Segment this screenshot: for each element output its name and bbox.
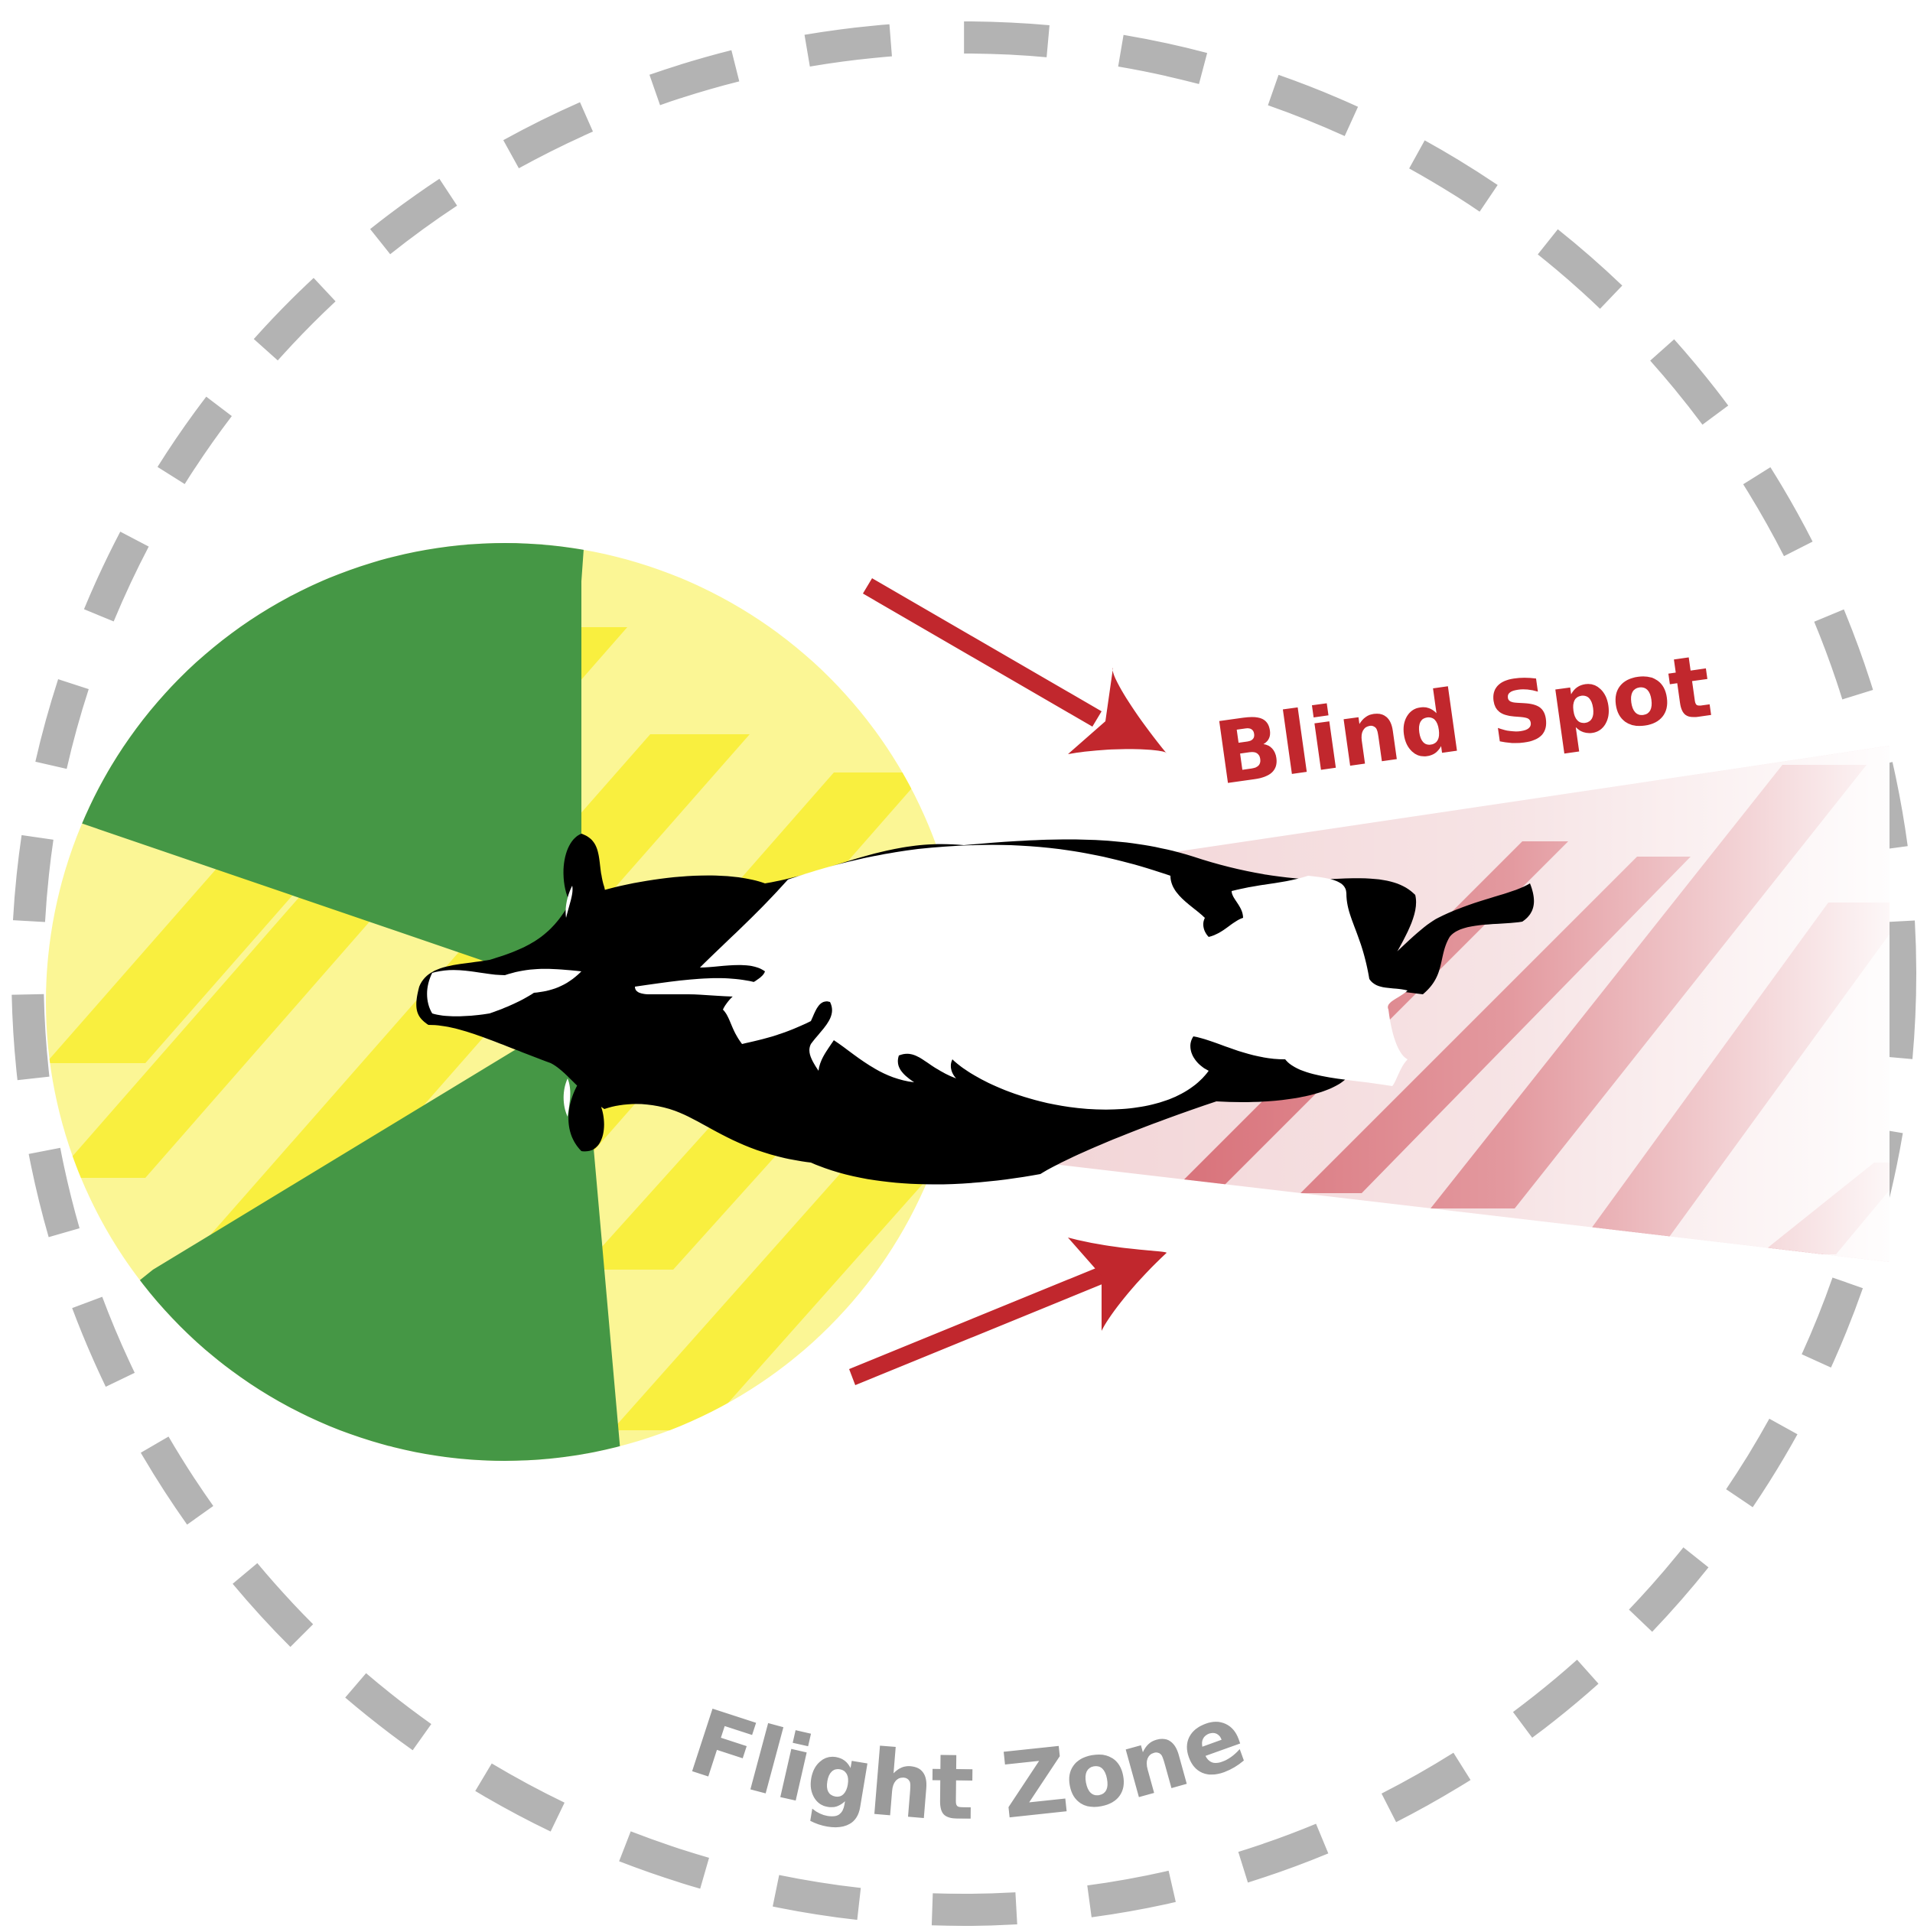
flight-zone-text: Flight Zone [678, 1682, 1258, 1840]
flight-zone-text-path: Flight Zone [678, 1682, 1258, 1840]
flight-zone-label: Flight Zone [678, 1682, 1258, 1840]
arrow-down-right-icon [863, 578, 1167, 754]
arrow-up-right-icon [849, 1238, 1167, 1385]
blind-spot-label: Blind Spot [1209, 636, 1717, 805]
